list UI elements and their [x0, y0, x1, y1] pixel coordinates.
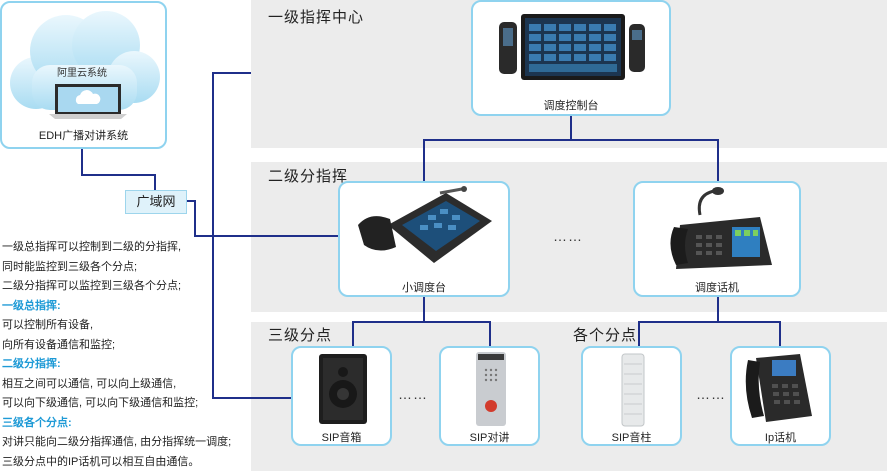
- wan-label: 广域网: [125, 190, 187, 214]
- notes-heading: 一级总指挥:: [2, 297, 257, 317]
- notes-line: 二级分指挥可以监控到三级各个分点;: [2, 277, 257, 297]
- sip-intercom-card: SIP对讲: [439, 346, 540, 446]
- system-label: EDH广播对讲系统: [2, 127, 165, 143]
- tier1-title: 一级指挥中心: [268, 6, 364, 27]
- tier4-ellipsis: ……: [696, 386, 726, 402]
- notes-line: 可以向下级通信, 可以向下级通信和监控;: [2, 394, 257, 414]
- cloud-system-card: 阿里云系统 EDH广播对讲系统: [0, 1, 167, 149]
- notes-line: 三级分点中的IP话机可以相互自由通信。: [2, 453, 257, 472]
- sip-column-label: SIP音柱: [583, 429, 680, 445]
- dispatch-phone-card: 调度话机: [633, 181, 801, 297]
- notes-heading: 二级分指挥:: [2, 355, 257, 375]
- dispatch-phone-label: 调度话机: [635, 279, 799, 295]
- cloud-inner-label: 阿里云系统: [42, 64, 122, 79]
- tier4-title: 各个分点: [573, 324, 637, 345]
- small-dispatch-icon: [350, 185, 500, 273]
- notes-line: 向所有设备通信和监控;: [2, 336, 257, 356]
- notes-line: 相互之间可以通信, 可以向上级通信,: [2, 375, 257, 395]
- tier2-title: 二级分指挥: [268, 165, 348, 186]
- small-dispatch-card: 小调度台: [338, 181, 510, 297]
- tier3-title: 三级分点: [268, 324, 332, 345]
- ip-phone-icon: [742, 348, 822, 428]
- notes-line: 一级总指挥可以控制到二级的分指挥,: [2, 238, 257, 258]
- tier3-ellipsis: ……: [398, 386, 428, 402]
- notes-line: 对讲只能向二级分指挥通信, 由分指挥统一调度;: [2, 433, 257, 453]
- dispatch-phone-icon: [660, 185, 780, 275]
- sip-speaker-label: SIP音箱: [293, 429, 390, 445]
- dispatch-console-card: 调度控制台: [471, 0, 671, 116]
- notes-heading: 三级各个分点:: [2, 414, 257, 434]
- dispatch-console-icon: [493, 6, 653, 86]
- sip-intercom-label: SIP对讲: [441, 429, 538, 445]
- sip-column-card: SIP音柱: [581, 346, 682, 446]
- sip-speaker-card: SIP音箱: [291, 346, 392, 446]
- sip-column-icon: [608, 350, 658, 430]
- hierarchy-notes: 一级总指挥可以控制到二级的分指挥,同时能监控到三级各个分点;二级分指挥可以监控到…: [2, 238, 257, 472]
- sip-speaker-icon: [313, 352, 373, 428]
- notes-line: 可以控制所有设备,: [2, 316, 257, 336]
- dispatch-console-label: 调度控制台: [473, 97, 669, 113]
- notes-line: 同时能监控到三级各个分点;: [2, 258, 257, 278]
- sip-intercom-icon: [466, 350, 516, 430]
- ip-phone-label: Ip话机: [732, 429, 829, 445]
- small-dispatch-label: 小调度台: [340, 279, 508, 295]
- tier2-ellipsis: ……: [553, 228, 583, 244]
- ip-phone-card: Ip话机: [730, 346, 831, 446]
